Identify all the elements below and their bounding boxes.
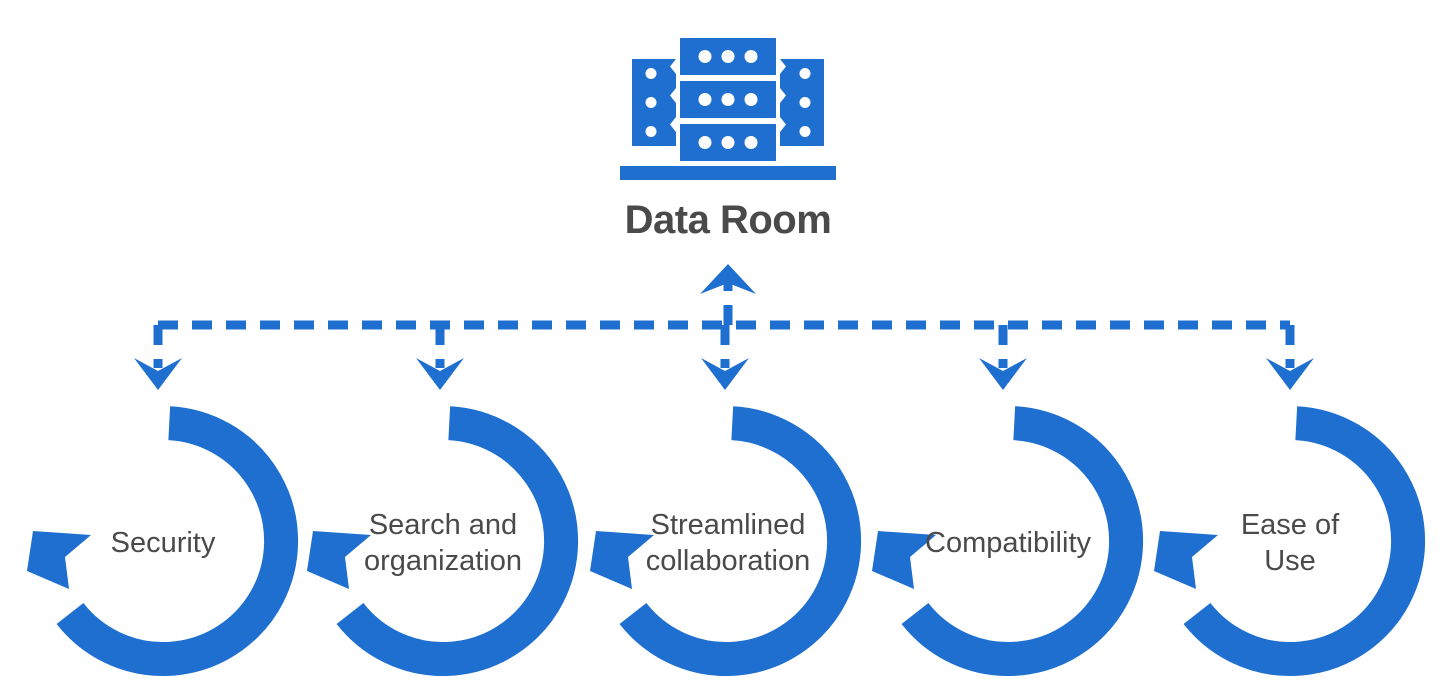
- circle-node-compatibility[interactable]: Compatibility: [872, 423, 1126, 659]
- circle-node-search-and-organization[interactable]: Search and organization: [307, 423, 561, 659]
- server-racks-icon: [620, 38, 836, 180]
- arrow-down-search-and-organization: [416, 358, 464, 390]
- circle-node-security[interactable]: Security: [27, 423, 281, 659]
- circular-arrowhead-icon: [872, 531, 936, 589]
- arrow-up-to-hub: [700, 264, 756, 294]
- circular-arrowhead-icon: [1154, 531, 1218, 589]
- connector-tree: [134, 264, 1314, 390]
- arrow-down-security: [134, 358, 182, 390]
- circle-node-ease-of-use[interactable]: Ease of Use: [1154, 423, 1408, 659]
- arrow-down-compatibility: [979, 358, 1027, 390]
- circle-label-streamlined-line-2: collaboration: [646, 545, 810, 577]
- circle-label-streamlined-line-1: Streamlined: [651, 509, 806, 541]
- circle-node-streamlined-collaboration[interactable]: Streamlined collaboration: [590, 423, 844, 659]
- circle-label-ease-line-1: Ease of: [1241, 509, 1340, 541]
- circular-arrowhead-icon: [27, 531, 91, 589]
- circle-label-security: Security: [111, 527, 216, 559]
- circle-label-compatibility: Compatibility: [925, 527, 1091, 559]
- hub-title: Data Room: [625, 198, 832, 242]
- circle-label-search-line-1: Search and: [369, 509, 517, 541]
- circle-label-ease-line-2: Use: [1264, 545, 1316, 577]
- arrow-down-ease-of-use: [1266, 358, 1314, 390]
- circular-arrowhead-icon: [307, 531, 371, 589]
- circle-label-search-line-2: organization: [364, 545, 522, 577]
- arrow-down-streamlined-collaboration: [701, 358, 749, 390]
- circular-arrowhead-icon: [590, 531, 654, 589]
